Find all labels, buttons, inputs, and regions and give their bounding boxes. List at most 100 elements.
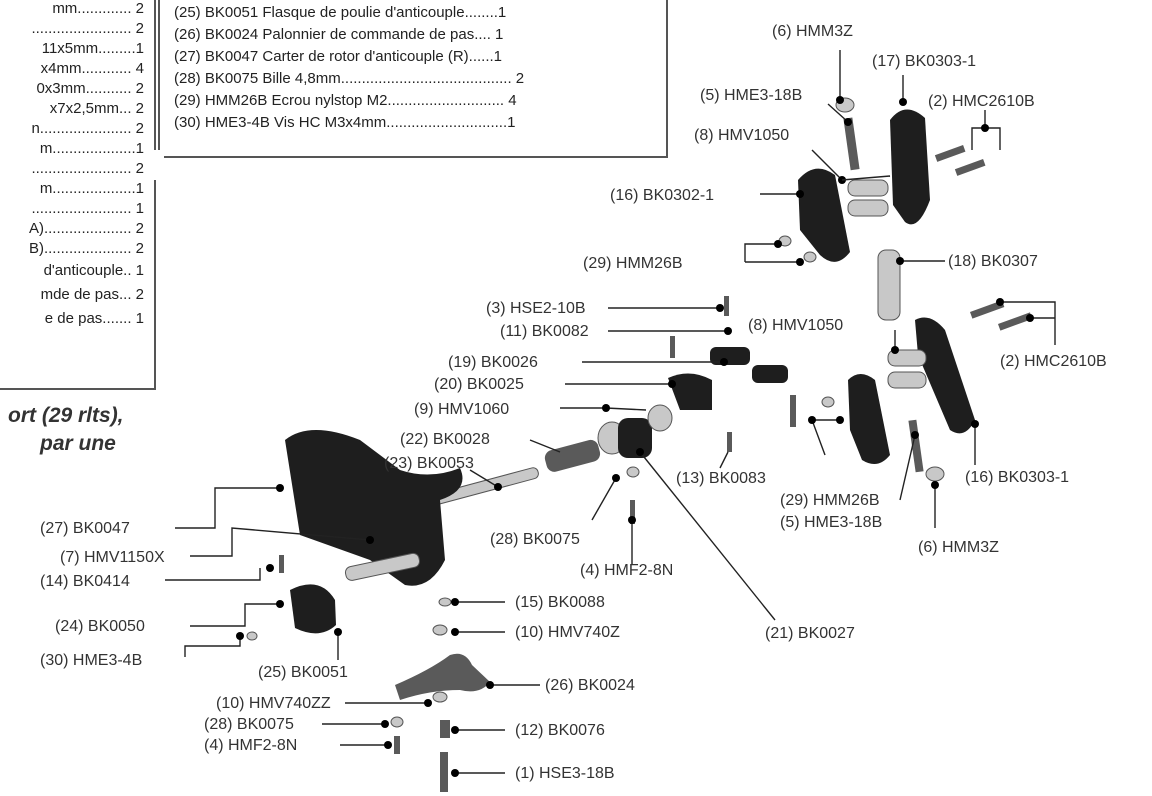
- part-shape: [630, 500, 635, 524]
- leader-dot: [451, 726, 459, 734]
- box-join: [150, 150, 164, 180]
- part-shape: [727, 432, 732, 452]
- leader-dot: [716, 304, 724, 312]
- part-label: (23) BK0053: [384, 455, 474, 472]
- parts-list-right: (25) BK0051 Flasque de poulie d'anticoup…: [158, 0, 668, 158]
- part-shape: [798, 168, 850, 262]
- note-line: ort (29 rlts),: [8, 404, 124, 427]
- leader-line: [899, 434, 916, 501]
- part-shape: [803, 251, 817, 263]
- leader-dot: [844, 118, 852, 126]
- parts-list-row: ........................ 2: [31, 20, 144, 37]
- parts-list-row: ........................ 2: [31, 160, 144, 177]
- part-shape: [934, 145, 966, 162]
- parts-list-row: (26) BK0024 Palonnier de commande de pas…: [174, 26, 504, 43]
- parts-list-row: n...................... 2: [31, 120, 144, 137]
- part-shape: [790, 395, 796, 427]
- part-shape: [390, 716, 404, 728]
- part-label: (1) HSE3-18B: [515, 765, 615, 782]
- part-shape: [821, 396, 835, 408]
- leader-dot: [276, 600, 284, 608]
- parts-drawings: [246, 97, 1033, 792]
- part-label: (19) BK0026: [448, 354, 538, 371]
- leader-dot: [931, 481, 939, 489]
- part-label: (30) HME3-4B: [40, 652, 142, 669]
- part-shape: [890, 109, 930, 225]
- leader-dot: [602, 404, 610, 412]
- leader-dot: [896, 257, 904, 265]
- part-shape: [843, 117, 860, 171]
- leader-line: [591, 477, 617, 521]
- part-shape: [668, 373, 712, 410]
- parts-list-row: (29) HMM26B Ecrou nylstop M2............…: [174, 92, 517, 109]
- part-label: (2) HMC2610B: [1000, 353, 1107, 370]
- parts-list-left: mm............. 2 ......................…: [0, 0, 156, 390]
- part-label: (29) HMM26B: [583, 255, 683, 272]
- part-label: (11) BK0082: [500, 323, 589, 340]
- part-label: (9) HMV1060: [414, 401, 509, 418]
- part-shape: [395, 653, 490, 700]
- part-shape: [279, 555, 284, 573]
- leader-dot: [451, 769, 459, 777]
- part-label: (28) BK0075: [204, 716, 294, 733]
- part-shape: [432, 691, 448, 703]
- leader-dot: [911, 431, 919, 439]
- leader-dot: [451, 598, 459, 606]
- part-label: (17) BK0303-1: [872, 53, 976, 70]
- leader-dot: [836, 416, 844, 424]
- leader-line: [190, 603, 280, 627]
- leader-line: [827, 103, 849, 123]
- part-shape: [969, 300, 1005, 319]
- part-shape: [440, 752, 448, 792]
- parts-list-row: m....................1: [39, 180, 144, 197]
- part-label: (10) HMV740Z: [515, 624, 620, 641]
- leader-line: [190, 527, 371, 557]
- leader-dot: [236, 632, 244, 640]
- leader-line: [744, 243, 778, 262]
- parts-list-row: 0x3mm........... 2: [36, 80, 144, 97]
- leader-line: [529, 439, 561, 453]
- parts-list-row: mm............. 2: [52, 0, 144, 17]
- part-label: (5) HME3-18B: [700, 87, 802, 104]
- leader-dot: [266, 564, 274, 572]
- part-shape: [954, 159, 986, 176]
- leader-line: [639, 451, 776, 621]
- part-label: (15) BK0088: [515, 594, 605, 611]
- parts-list-row: (30) HME3-4B Vis HC M3x4mm..............…: [174, 114, 516, 131]
- part-shape: [285, 430, 463, 586]
- leader-line: [811, 149, 843, 181]
- leader-dot: [334, 628, 342, 636]
- leader-dot: [636, 448, 644, 456]
- part-shape: [544, 439, 601, 472]
- part-shape: [394, 736, 400, 754]
- part-label: (20) BK0025: [434, 376, 524, 393]
- part-shape: [724, 296, 729, 316]
- leader-line: [469, 469, 499, 488]
- part-label: (24) BK0050: [55, 618, 145, 635]
- leader-dot: [424, 699, 432, 707]
- leader-dot: [612, 474, 620, 482]
- part-label: (8) HMV1050: [748, 317, 843, 334]
- part-shape: [432, 624, 448, 636]
- parts-list-row: x7x2,5mm... 2: [49, 100, 144, 117]
- leader-dot: [720, 358, 728, 366]
- part-label: (4) HMF2-8N: [580, 562, 673, 579]
- part-label: (25) BK0051: [258, 664, 348, 681]
- part-shape: [847, 179, 889, 197]
- part-shape: [710, 347, 750, 365]
- leader-line: [184, 636, 241, 657]
- leader-line: [810, 419, 840, 456]
- part-label: (21) BK0027: [765, 625, 855, 642]
- part-label: (10) HMV740ZZ: [216, 695, 331, 712]
- leader-line: [719, 451, 729, 469]
- part-shape: [626, 466, 640, 478]
- part-shape: [344, 552, 421, 581]
- part-label: (29) HMM26B: [780, 492, 880, 509]
- part-shape: [887, 371, 927, 389]
- leader-dot: [899, 98, 907, 106]
- leader-dot: [971, 420, 979, 428]
- parts-list-row: x4mm............ 4: [40, 60, 144, 77]
- parts-list-row: (27) BK0047 Carter de rotor d'anticouple…: [174, 48, 503, 65]
- leader-dot: [384, 741, 392, 749]
